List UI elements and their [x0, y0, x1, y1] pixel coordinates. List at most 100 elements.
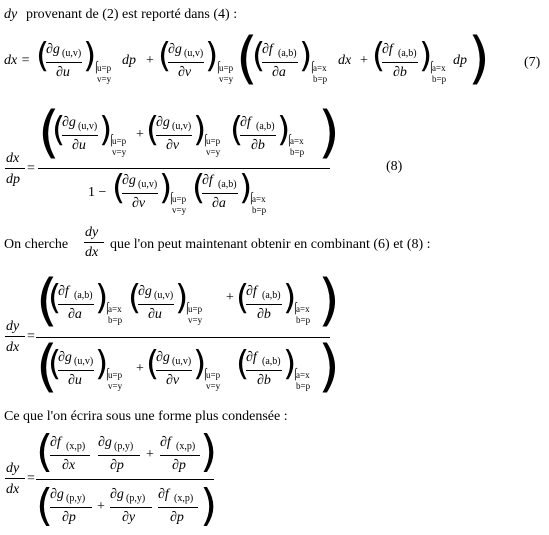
- partial-u: ∂u: [148, 307, 162, 322]
- fraction-bar: [5, 168, 25, 169]
- main-fraction-bar: [38, 168, 330, 169]
- eval-brace: ⌠: [93, 61, 100, 73]
- lhs-denominator: dp: [6, 172, 20, 187]
- partial-u: ∂u: [56, 65, 70, 80]
- equals: =: [27, 161, 35, 176]
- cond-u: u=p: [206, 136, 221, 146]
- left-paren: (: [252, 36, 266, 76]
- left-big-paren: (: [36, 334, 58, 399]
- dy-variable: dy: [4, 7, 18, 22]
- right-paren: ): [277, 110, 291, 150]
- fraction-bar: [58, 370, 94, 371]
- eval-brace: ⌠: [309, 61, 316, 73]
- cond-b: b=p: [252, 205, 267, 215]
- fraction-bar: [240, 135, 276, 136]
- fraction-bar: [202, 193, 238, 194]
- eval-brace: ⌠: [184, 302, 191, 314]
- partial-b: ∂b: [257, 307, 271, 322]
- left-paren: (: [36, 36, 50, 76]
- partial-b: ∂b: [393, 65, 407, 80]
- plus: +: [226, 290, 234, 305]
- left-big-paren: (: [36, 480, 54, 531]
- partial-g: ∂g: [98, 435, 112, 450]
- g-subscript: (u,v): [138, 179, 158, 190]
- left-paren: (: [52, 110, 66, 150]
- cond-a: a=x: [108, 304, 122, 314]
- plus: +: [146, 447, 154, 462]
- eval-brace: ⌠: [108, 134, 115, 146]
- fraction-bar: [138, 304, 174, 305]
- cond-u: u=p: [188, 304, 203, 314]
- cond-b: b=p: [313, 74, 328, 84]
- left-paren: (: [48, 278, 62, 318]
- eval-brace: ⌠: [215, 61, 222, 73]
- left-paren: (: [230, 110, 244, 150]
- fraction-bar: [5, 336, 25, 337]
- eval-brace: ⌠: [104, 302, 111, 314]
- partial-f: ∂f: [240, 115, 251, 130]
- cond-v: v=y: [112, 147, 127, 157]
- partial-f: ∂f: [58, 284, 69, 299]
- fraction-bar: [58, 304, 94, 305]
- frac-denominator: dx: [85, 245, 99, 260]
- partial-p: ∂p: [170, 510, 184, 525]
- frac-numerator: dy: [85, 225, 99, 240]
- cond-u: u=p: [206, 370, 221, 380]
- fraction-bar: [246, 370, 282, 371]
- dx: dx: [338, 53, 352, 68]
- partial-f: ∂f: [246, 284, 257, 299]
- partial-g: ∂g: [110, 487, 124, 502]
- partial-f: ∂f: [158, 487, 169, 502]
- f-subscript: (x,p): [66, 441, 86, 452]
- lhs-numerator: dy: [6, 461, 20, 476]
- cond-v: v=y: [206, 147, 221, 157]
- fraction-bar: [246, 304, 282, 305]
- right-big-paren: ): [318, 268, 340, 333]
- partial-u: ∂u: [68, 373, 82, 388]
- left-paren: (: [48, 344, 62, 384]
- right-paren: ): [95, 344, 109, 384]
- partial-v: ∂v: [178, 65, 192, 80]
- partial-p: ∂p: [172, 458, 186, 473]
- plus: +: [146, 53, 154, 68]
- cond-u: u=p: [172, 194, 187, 204]
- f-subscript: (a,b): [74, 290, 93, 301]
- g-subscript: (u,v): [184, 48, 204, 59]
- right-paren: ): [175, 278, 189, 318]
- right-paren: ): [239, 168, 253, 208]
- cond-u: u=p: [97, 63, 112, 73]
- eval-brace: ⌠: [292, 302, 299, 314]
- partial-g: ∂g: [46, 42, 60, 57]
- cond-b: b=p: [290, 147, 305, 157]
- g-subscript: (u,v): [62, 48, 82, 59]
- cond-a: a=x: [252, 194, 266, 204]
- line3-text: Ce que l'on écrira sous une forme plus c…: [4, 409, 288, 424]
- right-paren: ): [283, 344, 297, 384]
- g-subscript: (p,y): [126, 493, 146, 504]
- left-paren: (: [146, 344, 160, 384]
- plus: +: [97, 499, 105, 514]
- equals: =: [27, 471, 35, 486]
- cond-b: b=p: [108, 315, 123, 325]
- partial-y: ∂y: [122, 510, 136, 525]
- right-paren: ): [193, 344, 207, 384]
- partial-a: ∂a: [272, 65, 286, 80]
- fraction-bar: [156, 370, 192, 371]
- fraction-bar: [110, 507, 152, 508]
- fraction-bar: [5, 478, 25, 479]
- right-big-paren: ): [318, 100, 340, 165]
- lhs-numerator: dy: [6, 319, 20, 334]
- f-subscript: (x,p): [176, 441, 196, 452]
- plus: +: [360, 53, 368, 68]
- fraction-bar: [382, 62, 418, 63]
- eval-brace: ⌠: [202, 134, 209, 146]
- cond-b: b=p: [296, 381, 311, 391]
- lhs-denominator: dx: [6, 482, 20, 497]
- left-big-paren: (: [36, 426, 54, 477]
- g-subscript: (u,v): [172, 121, 192, 132]
- right-paren: ): [419, 36, 433, 76]
- partial-f: ∂f: [50, 435, 61, 450]
- line2-prefix: On cherche: [4, 237, 69, 252]
- g-subscript: (u,v): [74, 356, 94, 367]
